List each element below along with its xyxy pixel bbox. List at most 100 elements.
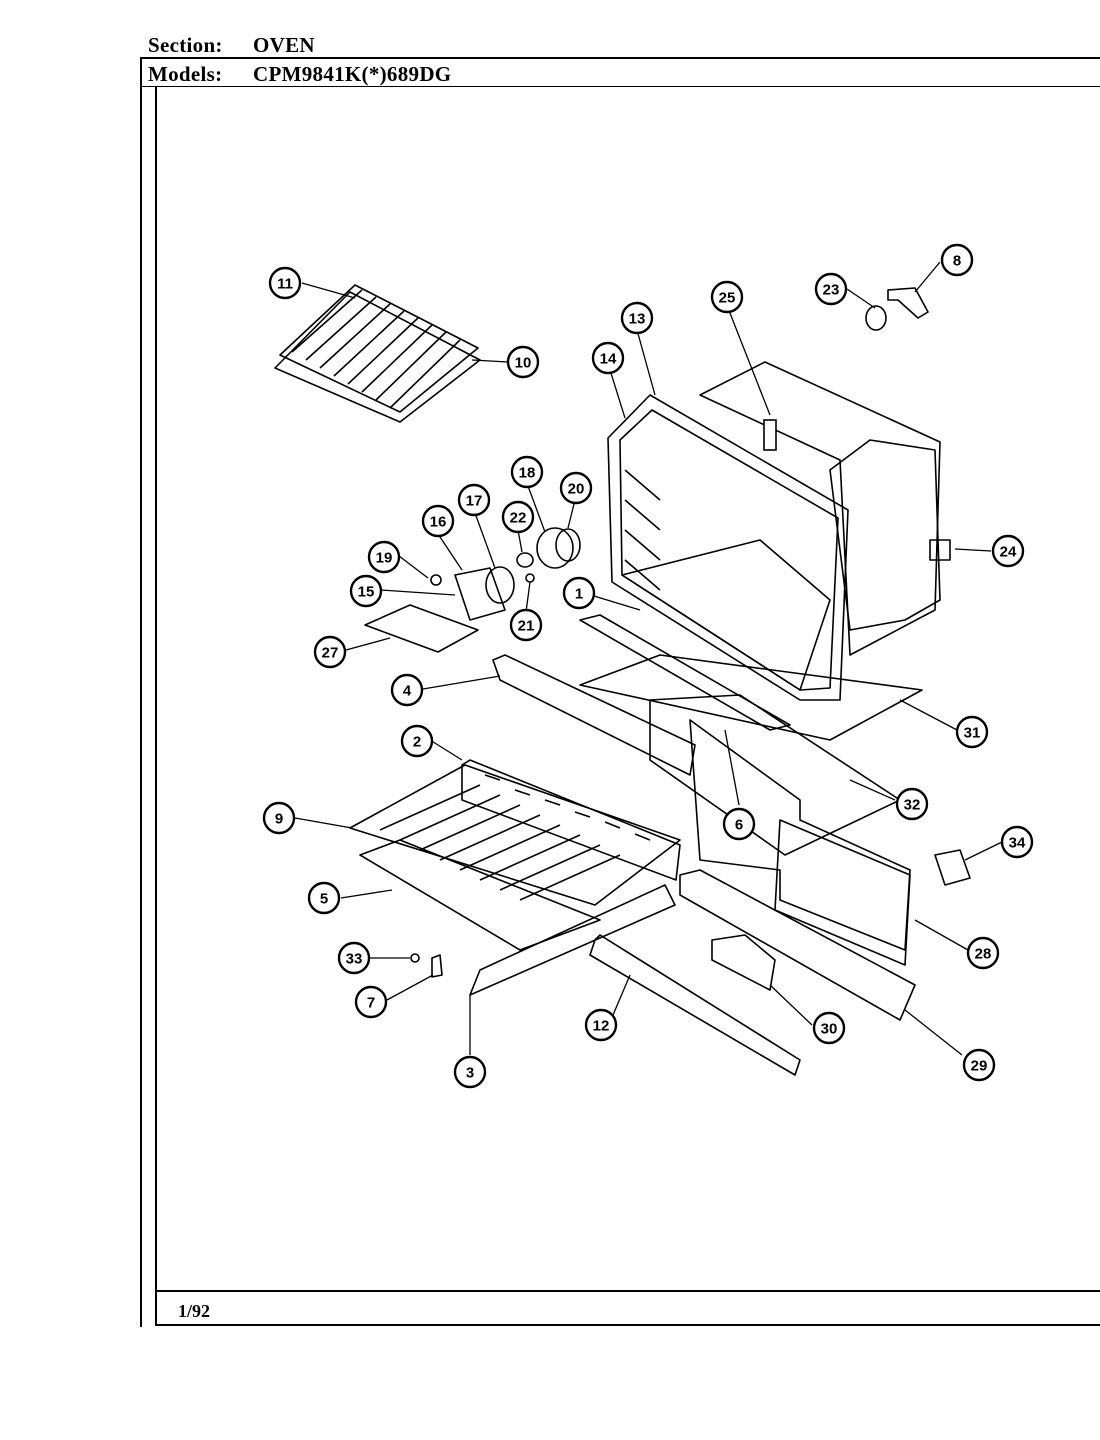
header-rule-bottom — [140, 86, 1100, 87]
callout-label: 19 — [376, 550, 393, 567]
callout-label: 10 — [515, 355, 532, 372]
callout-2: 2 — [400, 724, 434, 758]
callout-7: 7 — [354, 985, 388, 1019]
callout-label: 23 — [823, 282, 840, 299]
bottom-trim-1 — [579, 614, 791, 731]
panel-28 — [774, 819, 911, 966]
callout-label: 34 — [1009, 835, 1026, 852]
callout-label: 3 — [466, 1065, 474, 1082]
callout-label: 29 — [971, 1058, 988, 1075]
callout-label: 16 — [430, 514, 447, 531]
callout-label: 9 — [275, 811, 283, 828]
part-24-bracket — [929, 539, 951, 561]
callout-20: 20 — [559, 471, 593, 505]
callout-27: 27 — [313, 635, 347, 669]
bracket-8 — [887, 287, 929, 319]
callout-24: 24 — [991, 534, 1025, 568]
callout-label: 1 — [575, 586, 583, 603]
models-value: CPM9841K(*)689DG — [253, 62, 452, 86]
part-25-clip — [763, 419, 777, 451]
models-label: Models: — [148, 62, 223, 86]
footer-rule-top — [155, 1290, 1100, 1292]
callout-6: 6 — [722, 807, 756, 841]
rail-12 — [589, 934, 801, 1076]
callout-16: 16 — [421, 504, 455, 538]
callout-17: 17 — [457, 483, 491, 517]
callout-label: 2 — [413, 734, 421, 751]
bracket-34 — [934, 849, 971, 886]
callout-29: 29 — [962, 1048, 996, 1082]
callout-11: 11 — [268, 266, 302, 300]
header-rule-top — [140, 57, 1100, 59]
callout-33: 33 — [337, 941, 371, 975]
callout-10: 10 — [506, 345, 540, 379]
callout-label: 5 — [320, 891, 328, 908]
callout-label: 28 — [975, 946, 992, 963]
cover-plate-27 — [364, 604, 479, 653]
callout-label: 4 — [403, 683, 412, 700]
light-lens-17 — [485, 566, 515, 604]
oven-bottom-31 — [579, 654, 923, 741]
vent-panel-2 — [461, 759, 681, 881]
light-lens-20 — [555, 528, 581, 562]
broil-grid — [279, 284, 479, 413]
clip-7 — [431, 954, 443, 978]
callout-14: 14 — [591, 341, 625, 375]
rail-29 — [679, 869, 916, 1021]
callout-label: 32 — [904, 797, 921, 814]
front-trim-4 — [492, 654, 696, 776]
callout-label: 21 — [518, 618, 535, 635]
callout-13: 13 — [620, 301, 654, 335]
oven-rack-9 — [349, 764, 681, 906]
callout-32: 32 — [895, 787, 929, 821]
oven-cavity-back — [699, 361, 941, 656]
callout-label: 22 — [510, 510, 527, 527]
section-label: Section: — [148, 33, 223, 57]
callout-5: 5 — [307, 881, 341, 915]
callout-34: 34 — [1000, 825, 1034, 859]
callout-4: 4 — [390, 673, 424, 707]
screw-21 — [525, 573, 535, 583]
callout-label: 7 — [367, 995, 375, 1012]
block-30 — [711, 934, 776, 991]
footer-rule-bottom — [155, 1324, 1100, 1326]
side-insulation — [829, 439, 941, 631]
callout-18: 18 — [510, 455, 544, 489]
callout-15: 15 — [349, 574, 383, 608]
callout-label: 31 — [964, 725, 981, 742]
callout-8: 8 — [940, 243, 974, 277]
oven-cavity-floor — [621, 539, 831, 691]
callout-label: 11 — [277, 276, 293, 293]
footer-date: 1/92 — [178, 1301, 211, 1321]
knob-bushing — [865, 305, 887, 331]
callout-label: 18 — [519, 465, 536, 482]
callout-1: 1 — [562, 576, 596, 610]
callout-label: 33 — [346, 951, 363, 968]
callout-3: 3 — [453, 1055, 487, 1089]
light-housing-18 — [536, 527, 574, 569]
callout-label: 6 — [735, 817, 743, 834]
screw-19 — [430, 574, 442, 586]
light-housing-16 — [454, 567, 506, 621]
frame-left-inner — [155, 86, 157, 1326]
callout-31: 31 — [955, 715, 989, 749]
section-value: OVEN — [253, 33, 315, 57]
callout-label: 12 — [593, 1018, 610, 1035]
screw-33 — [410, 953, 420, 963]
callout-21: 21 — [509, 608, 543, 642]
callout-label: 15 — [358, 584, 375, 601]
callout-label: 30 — [821, 1021, 838, 1038]
callout-label: 13 — [629, 311, 646, 328]
callout-label: 8 — [953, 253, 961, 270]
callout-label: 25 — [719, 290, 736, 307]
bulb-22 — [516, 552, 534, 568]
callout-label: 27 — [322, 645, 339, 662]
callout-30: 30 — [812, 1011, 846, 1045]
tray-5 — [359, 839, 601, 951]
callout-label: 14 — [600, 351, 617, 368]
callout-25: 25 — [710, 280, 744, 314]
callout-label: 17 — [466, 493, 483, 510]
callout-19: 19 — [367, 540, 401, 574]
callout-23: 23 — [814, 272, 848, 306]
